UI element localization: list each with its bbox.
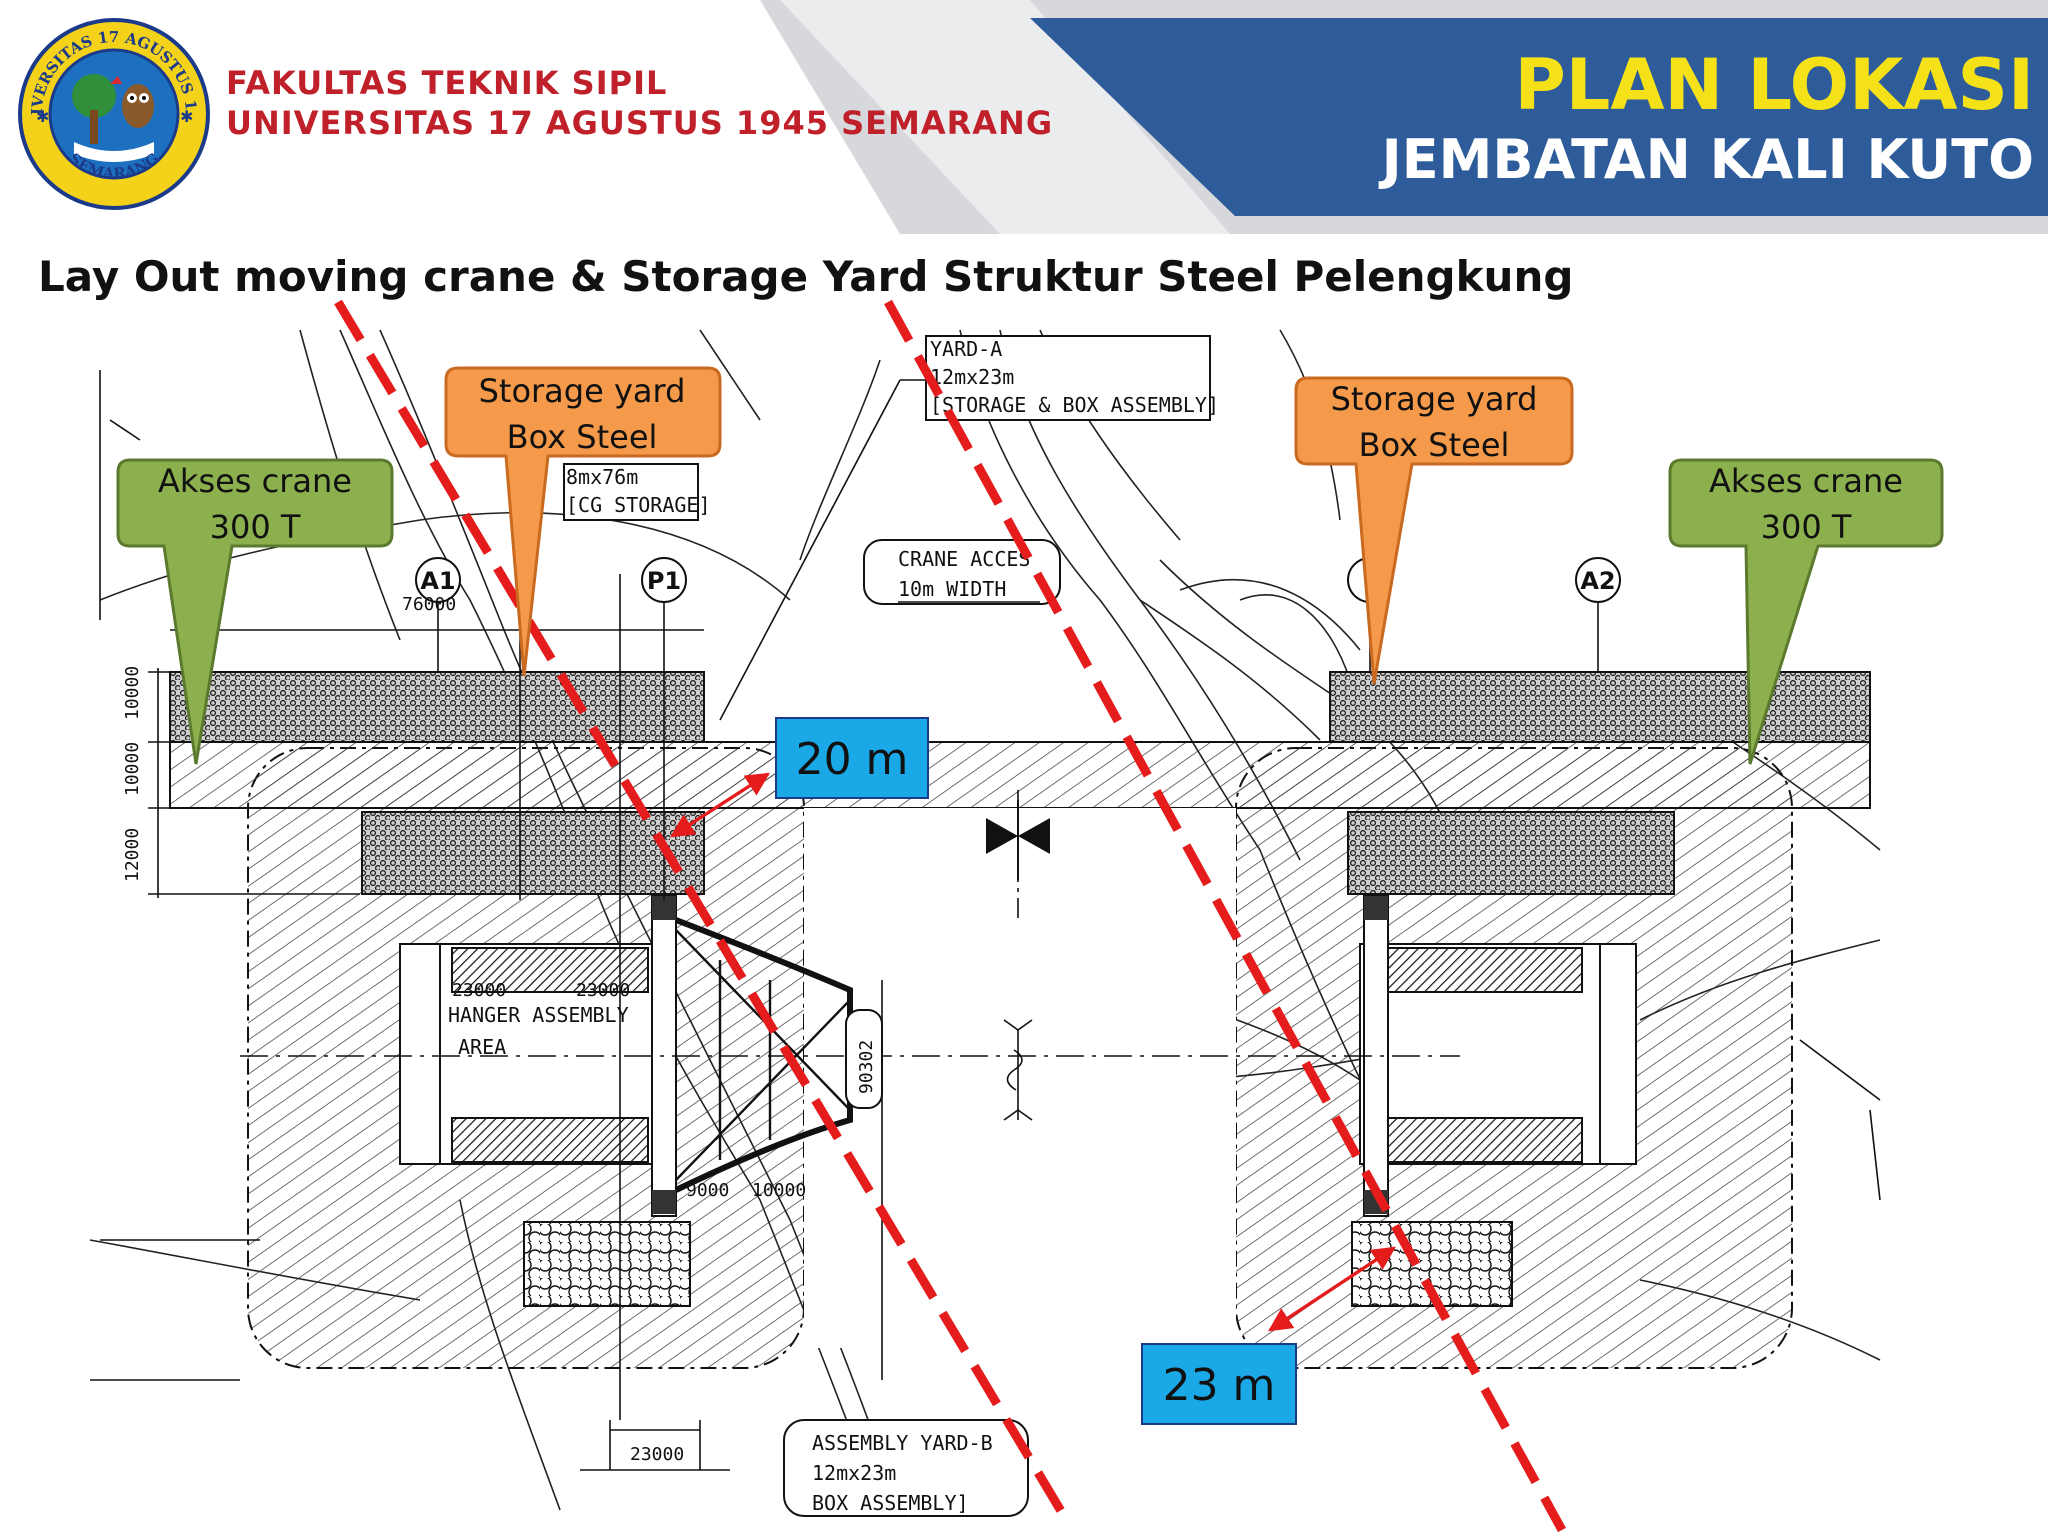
crane-access-label-2: 10m WIDTH <box>898 577 1006 601</box>
page-subtitle: JEMBATAN KALI KUTO <box>1381 128 2034 191</box>
header-light-band <box>780 0 1230 234</box>
callout-akses-crane-left: Akses crane 300 T <box>116 458 394 765</box>
callout-storage-yard-right: Storage yard Box Steel <box>1294 376 1574 685</box>
axis-markers: A1 P1 A2 <box>415 557 1621 603</box>
axis-a2-label: A2 <box>1580 567 1615 595</box>
slide-title: Lay Out moving crane & Storage Yard Stru… <box>38 252 1574 301</box>
distance-arrows <box>670 772 1396 1332</box>
storage-left-line2: Box Steel <box>507 418 658 456</box>
yard-b-label-1: ASSEMBLY YARD-B <box>812 1431 993 1455</box>
university-logo: UNIVERSITAS 17 AGUSTUS 1945 SEMARANG ✱ ✱ <box>14 14 210 210</box>
page-title: PLAN LOKASI <box>1514 44 2034 126</box>
crane-access-label-1: CRANE ACCES <box>898 547 1030 571</box>
callout-storage-yard-left: Storage yard Box Steel <box>444 366 722 677</box>
callout-akses-crane-right: Akses crane 300 T <box>1668 458 1944 765</box>
storage-left-line1: Storage yard <box>479 372 686 410</box>
dim-76000-label: 76000 <box>402 594 456 615</box>
yard-a-label-2: 12mx23m <box>930 365 1014 389</box>
axis-a1-label: A1 <box>420 567 455 595</box>
hanger-assembly-right <box>1359 895 1637 1217</box>
header-band <box>760 0 2048 234</box>
dim-10000-b-label: 10000 <box>122 742 143 796</box>
hanger-label-1: HANGER ASSEMBLY <box>448 1003 629 1027</box>
akses-left-line1: Akses crane <box>158 462 352 500</box>
akses-left-line2: 300 T <box>210 508 301 546</box>
north-arrow <box>986 800 1050 880</box>
dim-90302-label: 90302 <box>856 1040 877 1094</box>
axis-p1-label: P1 <box>647 567 681 595</box>
dim-23000-a-label: 23000 <box>452 980 506 1001</box>
dimension-label-23m: 23 m <box>1163 1360 1276 1411</box>
dimension-label-20m: 20 m <box>796 734 909 785</box>
header-blue-band <box>1030 18 2048 216</box>
institution-line-1: FAKULTAS TEKNIK SIPIL <box>226 64 668 102</box>
cg-label-2: [CG STORAGE] <box>566 493 711 517</box>
storage-right-line2: Box Steel <box>1359 426 1510 464</box>
dim-10000-a-label: 10000 <box>122 666 143 720</box>
storage-right-line1: Storage yard <box>1331 380 1538 418</box>
red-dashed-lines <box>334 299 1566 1533</box>
dim-23000-b-label: 23000 <box>576 980 630 1001</box>
cad-labels: YARD-A 12mx23m [STORAGE & BOX ASSEMBLY] … <box>122 335 1219 1517</box>
akses-right-line2: 300 T <box>1761 508 1852 546</box>
dim-9000-label: 9000 <box>686 1180 729 1201</box>
dimension-badge-left: 20 m <box>775 717 929 799</box>
dim-12000-label: 12000 <box>122 828 143 882</box>
svg-text:✱: ✱ <box>36 109 49 126</box>
yard-a-label-1: YARD-A <box>930 337 1002 361</box>
yard-b-label-2: 12mx23m <box>812 1461 896 1485</box>
yard-a-label-3: [STORAGE & BOX ASSEMBLY] <box>930 393 1219 417</box>
svg-text:✱: ✱ <box>180 109 193 126</box>
dim-10000-c-label: 10000 <box>752 1180 806 1201</box>
dim-23000-c-label: 23000 <box>630 1444 684 1465</box>
dimension-badge-right: 23 m <box>1141 1343 1297 1425</box>
yard-b-label-3: BOX ASSEMBLY] <box>812 1491 969 1515</box>
cg-label-1: 8mx76m <box>566 465 638 489</box>
hanger-label-2: AREA <box>458 1035 506 1059</box>
hanger-assembly-left <box>399 895 853 1217</box>
akses-right-line1: Akses crane <box>1709 462 1903 500</box>
institution-line-2: UNIVERSITAS 17 AGUSTUS 1945 SEMARANG <box>226 104 1054 142</box>
